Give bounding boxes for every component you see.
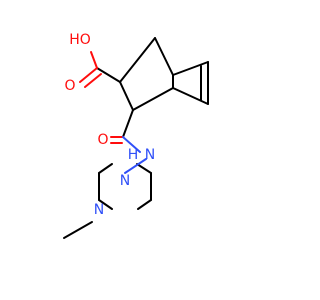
chemical-structure: HO O O H N N N — [63, 32, 209, 239]
piperazine-n1-label: N — [120, 173, 130, 189]
amide-nh-n-label: N — [145, 147, 155, 163]
piperazine-n4-label: N — [94, 202, 104, 218]
hydroxyl-label: HO — [69, 32, 91, 48]
carboxyl-oxygen-label: O — [64, 78, 75, 94]
amide-nh-h-label: H — [128, 147, 139, 163]
amide-oxygen-label: O — [97, 132, 108, 148]
hetero-bonds — [79, 51, 147, 174]
carbon-bonds — [63, 37, 209, 239]
